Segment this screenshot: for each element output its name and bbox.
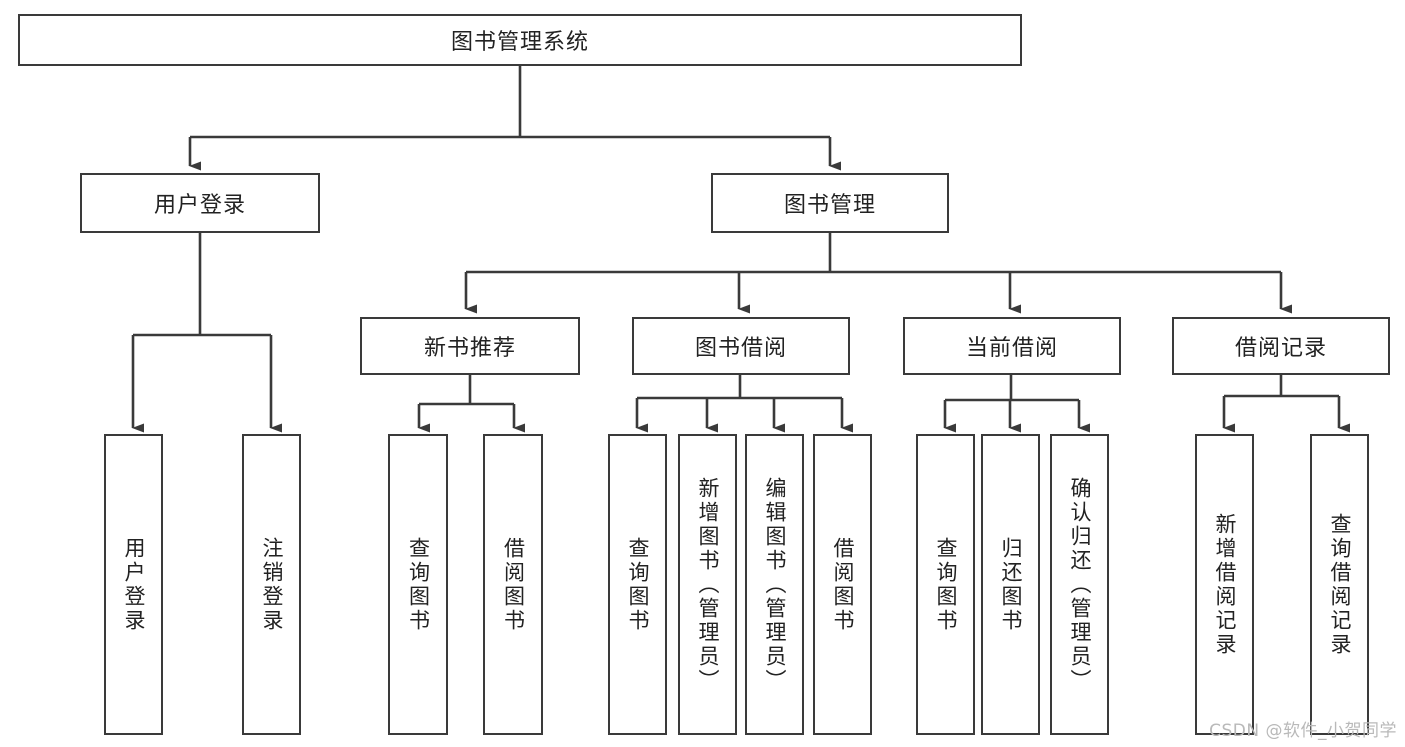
leaf-borrow-book-new-recommend[interactable]: 借阅图书 [483,434,543,735]
leaf-add-borrow-record[interactable]: 新增借阅记录 [1195,434,1254,735]
leaf-query-book-current[interactable]: 查询图书 [916,434,975,735]
node-new-book-recommend[interactable]: 新书推荐 [360,317,580,375]
node-label: 图书管理 [783,193,876,218]
node-label: 用户登录 [153,193,246,218]
node-label: 图书借阅 [694,336,787,361]
watermark-text: CSDN @软件_小贺同学 [1209,721,1397,741]
leaf-return-book[interactable]: 归还图书 [981,434,1040,735]
node-label: 确认归还（管理员） [1068,476,1092,693]
node-label: 查询图书 [406,536,431,633]
leaf-edit-book[interactable]: 编辑图书（管理员） [745,434,804,735]
node-book-borrow[interactable]: 图书借阅 [632,317,850,375]
leaf-query-book-borrow[interactable]: 查询图书 [608,434,667,735]
node-label: 新增图书（管理员） [696,476,720,693]
node-label: 图书管理系统 [450,30,589,55]
leaf-user-login[interactable]: 用户登录 [104,434,163,735]
leaf-confirm-return[interactable]: 确认归还（管理员） [1050,434,1109,735]
node-label: 归还图书 [999,536,1023,633]
node-label: 借阅图书 [501,536,526,633]
leaf-logout-login[interactable]: 注销登录 [242,434,301,735]
node-label: 用户登录 [122,536,146,633]
leaf-borrow-book-borrow[interactable]: 借阅图书 [813,434,872,735]
node-label: 编辑图书（管理员） [763,476,787,693]
node-root-system[interactable]: 图书管理系统 [18,14,1022,66]
node-label: 查询图书 [934,536,958,633]
leaf-query-book-new-recommend[interactable]: 查询图书 [388,434,448,735]
node-user-login[interactable]: 用户登录 [80,173,320,233]
node-label: 借阅图书 [831,536,855,633]
node-borrow-record[interactable]: 借阅记录 [1172,317,1390,375]
leaf-query-borrow-record[interactable]: 查询借阅记录 [1310,434,1369,735]
leaf-add-book[interactable]: 新增图书（管理员） [678,434,737,735]
node-book-management[interactable]: 图书管理 [711,173,949,233]
node-label: 新书推荐 [423,336,516,361]
node-label: 查询图书 [626,536,650,633]
node-label: 注销登录 [260,536,284,633]
node-label: 查询借阅记录 [1328,512,1352,657]
node-label: 当前借阅 [965,336,1058,361]
node-label: 借阅记录 [1234,336,1327,361]
node-label: 新增借阅记录 [1213,512,1237,657]
node-current-borrow[interactable]: 当前借阅 [903,317,1121,375]
